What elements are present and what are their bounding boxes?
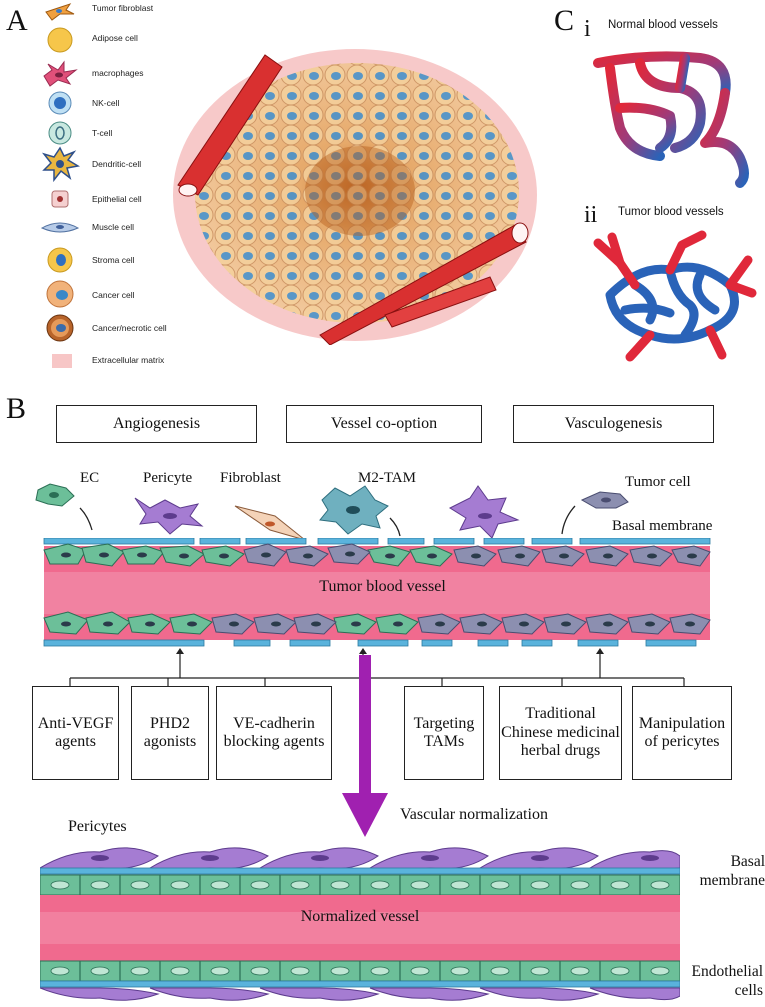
label-tumor-cell: Tumor cell <box>625 474 691 490</box>
legend-label: Epithelial cell <box>92 194 142 204</box>
recruit-arrow <box>79 507 93 531</box>
normalization-label: Vascular normalization <box>400 806 548 823</box>
necrotic-cell-icon <box>46 314 74 342</box>
mechanism-box-vasculogenesis: Vasculogenesis <box>513 405 714 443</box>
legend-label: macrophages <box>92 68 144 78</box>
m2-tam-icon <box>319 485 389 535</box>
epithelial-cell-icon <box>51 190 69 208</box>
pericyte-layer-bottom <box>40 987 680 1001</box>
panel-c-i-label: i <box>584 16 591 42</box>
legend-label: Stroma cell <box>92 255 135 265</box>
mechanism-box-angiogenesis: Angiogenesis <box>56 405 257 443</box>
basal-membrane-bottom <box>43 639 697 647</box>
treatment-box: Traditional Chinese medicinal herbal dru… <box>499 686 622 780</box>
legend-label: Cancer cell <box>92 290 135 300</box>
endothelial-cell-icon <box>35 483 75 507</box>
mechanism-box-vessel-co-option: Vessel co-option <box>286 405 482 443</box>
pericyte-layer-top <box>40 847 680 871</box>
muscle-cell-icon <box>40 222 80 233</box>
panel-c-ii-title: Tumor blood vessels <box>618 206 724 218</box>
endothelial-layer-top <box>40 874 680 896</box>
fibroblast-icon <box>234 505 306 541</box>
legend-label: Muscle cell <box>92 222 135 232</box>
panel-c-ii-label: ii <box>584 202 598 228</box>
pericytes-label: Pericytes <box>68 818 127 835</box>
normalization-arrow <box>342 655 388 837</box>
panel-a-letter: A <box>6 4 28 37</box>
legend-label: Adipose cell <box>92 33 138 43</box>
label-fibroblast: Fibroblast <box>220 470 281 486</box>
treatment-box: Manipulation of pericytes <box>632 686 732 780</box>
macrophage-icon <box>43 60 78 87</box>
vessel-wall-bottom <box>43 611 711 635</box>
panel-b-letter: B <box>6 392 27 425</box>
cancer-cell-icon <box>46 280 74 308</box>
basal-membrane-label: Basal membrane <box>699 853 765 890</box>
blood-vessel <box>177 54 283 197</box>
label-basal-membrane: Basal membrane <box>612 518 713 534</box>
panel-c-letter: C <box>554 4 575 37</box>
stroma-cell-icon <box>47 247 73 273</box>
pericyte-icon <box>134 497 204 535</box>
basal-membrane-top <box>43 538 711 545</box>
recruit-arrow <box>389 517 401 537</box>
legend-label: Tumor fibroblast <box>92 3 154 13</box>
label-ec: EC <box>80 470 100 486</box>
tumor-fibroblast-icon <box>45 3 75 21</box>
normal-vessel-diagram <box>593 51 749 188</box>
nk-cell-icon <box>48 91 72 115</box>
necrotic-core <box>305 146 415 236</box>
legend: Tumor fibroblast Adipose cell macrophage… <box>40 0 180 375</box>
normalized-vessel-label: Normalized vessel <box>300 908 420 925</box>
tumor-cell-icon <box>580 491 629 509</box>
tumor-vessel-diagram <box>593 230 757 362</box>
tumor-vessel-label: Tumor blood vessel <box>319 578 446 595</box>
recruit-arrow <box>561 505 576 535</box>
legend-label: Cancer/necrotic cell <box>92 323 167 333</box>
basal-membrane-normal-bottom <box>40 980 680 988</box>
endothelial-layer-bottom <box>40 960 680 982</box>
legend-label: T-cell <box>92 128 113 138</box>
normalized-vessel <box>40 847 680 1001</box>
legend-label: Dendritic-cell <box>92 159 142 169</box>
treatment-box: Targeting TAMs <box>404 686 484 780</box>
label-pericyte: Pericyte <box>143 470 193 486</box>
treatment-box: Anti-VEGF agents <box>32 686 119 780</box>
recruited-cells <box>35 483 629 541</box>
vessel-wall-top <box>43 543 711 567</box>
legend-label: Extracellular matrix <box>92 355 165 365</box>
label-m2-tam: M2-TAM <box>358 470 416 486</box>
ecm-swatch <box>52 354 72 368</box>
tumor-microenvironment-illustration <box>173 49 537 345</box>
legend-label: NK-cell <box>92 98 120 108</box>
treatment-box: PHD2 agonists <box>131 686 209 780</box>
adipose-cell-icon <box>47 27 73 53</box>
endothelial-cells-label: Endothelial cells <box>691 963 763 1000</box>
basal-membrane-normal-top <box>40 867 680 875</box>
pericyte-icon <box>448 485 520 539</box>
tumor-blood-vessel <box>43 538 711 647</box>
t-cell-icon <box>48 121 72 145</box>
dendritic-cell-icon <box>41 146 80 183</box>
treatment-box: VE-cadherin blocking agents <box>216 686 332 780</box>
panel-c-i-title: Normal blood vessels <box>608 19 718 31</box>
legend-icons <box>40 3 80 368</box>
blood-vessel <box>319 222 529 345</box>
blood-vessel <box>384 276 497 328</box>
